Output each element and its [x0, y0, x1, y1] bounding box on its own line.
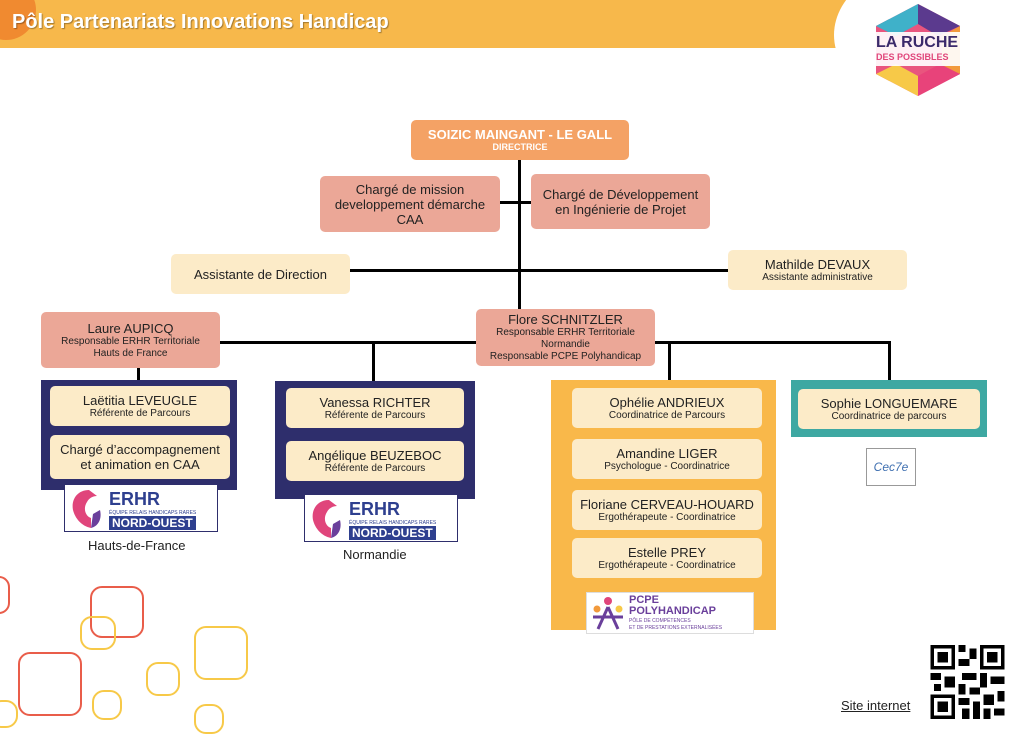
member-role: Référente de Parcours [89, 407, 191, 419]
laure-name: Laure AUPICQ [87, 320, 174, 336]
sophie-role: Coordinatrice de parcours [831, 410, 947, 422]
region-label-hdf: Hauts-de-France [88, 538, 186, 553]
assistant-admin-role: Assistante administrative [762, 271, 873, 283]
decor-square [90, 586, 144, 638]
member-name: Estelle PREY [627, 544, 707, 560]
connector-mission-right [519, 201, 533, 204]
decor-square [146, 662, 180, 696]
mission-caa-label: Chargé de mission developpement démarche… [334, 181, 486, 227]
connector-trunk [518, 158, 521, 310]
member-role: Ergothérapeute - Coordinatrice [598, 511, 736, 523]
assistant-direction-box: Assistante de Direction [171, 254, 350, 294]
sophie-name: Sophie LONGUEMARE [820, 395, 958, 411]
logo-text-main: LA RUCHE [876, 34, 959, 51]
assistant-direction-label: Assistante de Direction [194, 266, 327, 282]
member-role: Référente de Parcours [324, 462, 426, 474]
connector-sophie-drop [888, 341, 891, 382]
connector-norm-drop [372, 341, 375, 383]
erhr-small-text: ÉQUIPE RELAIS HANDICAPS RARES [109, 510, 197, 516]
decor-square [194, 704, 224, 734]
member-name: Angélique BEUZEBOC [308, 447, 442, 463]
pcpe-logo-line1: PCPE [629, 594, 659, 606]
region-label-normandie: Normandie [343, 547, 407, 562]
hdf-member-card: Laëtitia LEVEUGLE Référente de Parcours [50, 386, 230, 426]
member-name: et animation en CAA [80, 457, 200, 472]
pcpe-member-card: Estelle PREY Ergothérapeute - Coordinatr… [572, 538, 762, 578]
cecze-logo-text: Cec7e [873, 460, 909, 474]
logo-text-sub: DES POSSIBLES [876, 52, 949, 62]
decor-square [80, 616, 116, 650]
la-ruche-logo [868, 2, 968, 98]
pcpe-logo-line2: POLYHANDICAP [629, 605, 716, 617]
pcpe-member-card: Floriane CERVEAU-HOUARD Ergothérapeute -… [572, 490, 762, 530]
cecze-logo: Cec7e [866, 448, 916, 486]
erhr-profile-icon [72, 490, 101, 528]
connector-pcpe-drop [668, 341, 671, 382]
qr-code[interactable] [929, 645, 1006, 719]
pcpe-logo: PCPE POLYHANDICAP PÔLE DE COMPÉTENCES ET… [586, 592, 754, 634]
erhr-big-text: ERHR [109, 489, 161, 509]
erhr-logo-hdf: ERHR ÉQUIPE RELAIS HANDICAPS RARES NORD-… [64, 484, 218, 532]
member-name: Ophélie ANDRIEUX [609, 394, 725, 410]
laure-role-line: Responsable ERHR Territoriale [61, 335, 200, 347]
connector-flore-right [654, 341, 890, 344]
pcpe-people-icon [593, 597, 623, 630]
director-name: SOIZIC MAINGANT - LE GALL [427, 127, 613, 142]
connector-laure-flore [218, 341, 478, 344]
normandie-member-card: Angélique BEUZEBOC Référente de Parcours [286, 441, 464, 481]
director-role: DIRECTRICE [492, 142, 548, 152]
flore-role-line: Responsable ERHR Territoriale [496, 327, 635, 338]
flore-box: Flore SCHNITZLER Responsable ERHR Territ… [476, 309, 655, 366]
pcpe-member-card: Ophélie ANDRIEUX Coordinatrice de Parcou… [572, 388, 762, 428]
connector-assistants [348, 269, 730, 272]
mission-caa-box: Chargé de mission developpement démarche… [320, 176, 500, 232]
member-name: Amandine LIGER [616, 445, 718, 461]
mission-ingenierie-label: Chargé de Développement en Ingénierie de… [542, 186, 699, 217]
flore-role-line: Normandie [541, 339, 590, 350]
member-name: Vanessa RICHTER [319, 394, 431, 410]
site-internet-link[interactable]: Site internet [841, 698, 911, 713]
connector-mission-left [498, 201, 520, 204]
decor-square [92, 690, 122, 720]
flore-role-line: Responsable PCPE Polyhandicap [489, 351, 642, 362]
flore-name: Flore SCHNITZLER [508, 312, 623, 327]
pcpe-logo-line3: PÔLE DE COMPÉTENCES [629, 618, 691, 624]
member-role: Référente de Parcours [324, 409, 426, 421]
pcpe-logo-line4: ET DE PRESTATIONS EXTERNALISÉES [629, 625, 723, 631]
assistant-admin-box: Mathilde DEVAUX Assistante administrativ… [728, 250, 907, 290]
hexagon-logo-icon [874, 4, 962, 96]
member-role: Ergothérapeute - Coordinatrice [598, 559, 736, 571]
director-box: SOIZIC MAINGANT - LE GALL DIRECTRICE [411, 120, 629, 160]
connector-hdf-down [137, 368, 140, 381]
qr-code-icon [930, 645, 1005, 719]
decor-square [0, 576, 10, 614]
member-name: Laëtitia LEVEUGLE [82, 392, 198, 408]
sophie-card: Sophie LONGUEMARE Coordinatrice de parco… [798, 389, 980, 429]
page-title: Pôle Partenariats Innovations Handicap [12, 11, 389, 33]
pcpe-member-card: Amandine LIGER Psychologue - Coordinatri… [572, 439, 762, 479]
hdf-member-card: Chargé d’accompagnement et animation en … [50, 435, 230, 479]
erhr-logo-normandie: ERHR ÉQUIPE RELAIS HANDICAPS RARES NORD-… [304, 494, 458, 542]
decor-square [18, 652, 82, 716]
decor-square [194, 626, 248, 680]
erhr-small-text: ÉQUIPE RELAIS HANDICAPS RARES [349, 520, 437, 526]
assistant-admin-name: Mathilde DEVAUX [764, 256, 871, 272]
normandie-member-card: Vanessa RICHTER Référente de Parcours [286, 388, 464, 428]
erhr-profile-icon [312, 500, 341, 538]
erhr-region-text: NORD-OUEST [109, 516, 196, 530]
member-name: Floriane CERVEAU-HOUARD [580, 496, 754, 512]
erhr-region-text: NORD-OUEST [349, 526, 436, 540]
laure-role-line: Hauts de France [93, 347, 168, 359]
member-role: Psychologue - Coordinatrice [604, 460, 730, 472]
erhr-big-text: ERHR [349, 499, 401, 519]
laure-box: Laure AUPICQ Responsable ERHR Territoria… [41, 312, 220, 368]
member-role: Coordinatrice de Parcours [608, 409, 726, 421]
mission-ingenierie-box: Chargé de Développement en Ingénierie de… [531, 174, 710, 229]
member-name: Chargé d’accompagnement [60, 442, 220, 457]
